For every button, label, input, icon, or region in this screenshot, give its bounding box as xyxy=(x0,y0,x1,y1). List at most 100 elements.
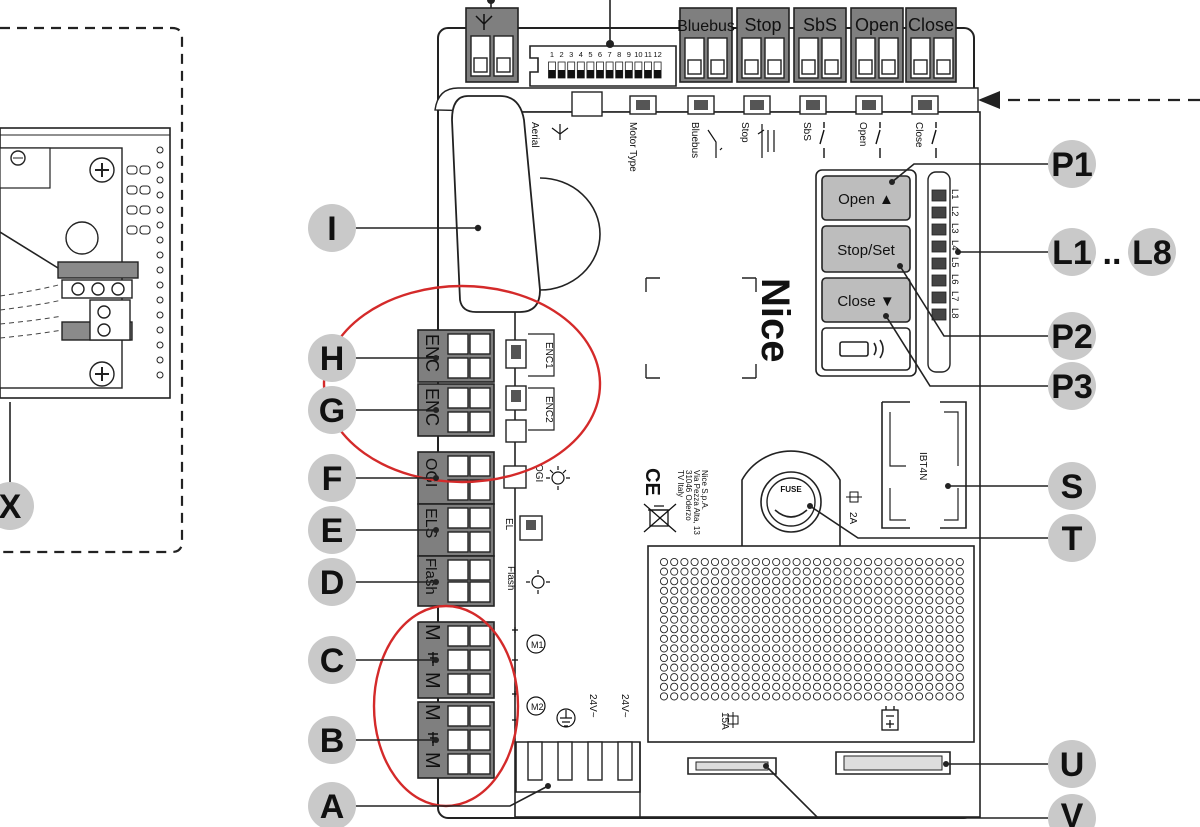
vent-hole xyxy=(731,625,740,634)
vent-hole xyxy=(782,577,791,586)
vent-hole xyxy=(853,586,862,595)
logo-frame xyxy=(645,277,757,379)
vent-hole xyxy=(680,663,689,672)
vent-hole xyxy=(925,557,934,567)
vent-hole xyxy=(731,605,740,615)
vent-hole xyxy=(721,663,730,672)
vent-hole xyxy=(812,596,822,605)
vent-hole xyxy=(721,596,730,605)
dip-switch-lever xyxy=(606,70,614,78)
vent-hole xyxy=(833,692,842,701)
vent-hole xyxy=(802,682,811,691)
vent-hole xyxy=(812,692,822,701)
vent-hole xyxy=(792,596,801,605)
led-label: L2 xyxy=(949,206,960,217)
vent-hole xyxy=(935,663,944,672)
vent-hole xyxy=(721,644,730,653)
vent-hole xyxy=(700,692,709,701)
vent-hole xyxy=(853,615,862,624)
vent-hole xyxy=(955,692,964,701)
stop-set-button[interactable]: Stop/Set xyxy=(821,225,911,273)
vent-hole xyxy=(874,653,883,663)
input-label-close: Close xyxy=(913,122,924,148)
dip-switch-lever xyxy=(625,70,633,78)
vent-hole xyxy=(710,625,720,634)
vent-hole xyxy=(833,586,842,595)
vent-hole xyxy=(853,567,862,576)
transformer-cover: 15A xyxy=(639,545,975,818)
vent-hole xyxy=(833,653,842,663)
radio-button[interactable] xyxy=(821,327,911,371)
svg-text:B: B xyxy=(320,722,345,760)
vent-hole xyxy=(955,663,964,672)
vent-hole xyxy=(925,605,934,615)
antenna-icon xyxy=(475,14,493,30)
enc-connectors: ENC1 ENC2 xyxy=(503,333,555,541)
ce-mark: CE xyxy=(641,468,663,496)
vent-hole xyxy=(710,577,720,586)
callout-f: F xyxy=(308,454,356,502)
vent-hole xyxy=(894,567,903,576)
close-button-label: Close ▼ xyxy=(837,293,894,310)
vent-hole xyxy=(894,615,903,624)
vent-hole xyxy=(955,673,964,682)
vent-hole xyxy=(772,682,781,691)
dip-switch-lever xyxy=(577,70,585,78)
open-button[interactable]: Open ▲ xyxy=(821,175,911,221)
vent-hole xyxy=(792,634,801,643)
vent-hole xyxy=(802,567,811,576)
vent-hole xyxy=(904,586,913,595)
vent-hole xyxy=(945,605,954,615)
input-labels: Aerial Motor Type Bluebus Stop SbS Open … xyxy=(529,122,937,172)
svg-text:M1: M1 xyxy=(531,640,544,650)
vent-hole xyxy=(710,557,720,567)
top-terminals: Bluebus Stop SbS Open Close xyxy=(677,7,957,83)
vent-hole xyxy=(874,577,883,586)
vent-hole xyxy=(843,557,852,567)
vent-hole xyxy=(925,682,934,691)
vent-hole xyxy=(690,577,699,586)
close-button[interactable]: Close ▼ xyxy=(821,277,911,323)
svg-text:F: F xyxy=(322,460,343,498)
vent-hole xyxy=(680,557,689,567)
callout-h: H xyxy=(308,334,356,382)
vent-hole xyxy=(853,596,862,605)
svg-text:P1: P1 xyxy=(1051,146,1093,184)
fuse-text: FUSE xyxy=(780,485,802,494)
stop-icon xyxy=(757,124,775,158)
led-indicator xyxy=(931,274,947,287)
power-label: 24V~ xyxy=(619,694,630,718)
manufacturer-line: 31046 Oderzo xyxy=(684,470,693,521)
dip-number: 12 xyxy=(653,50,661,59)
vent-hole xyxy=(904,596,913,605)
vent-hole xyxy=(925,653,934,663)
vent-hole xyxy=(955,615,964,624)
dip-number: 4 xyxy=(579,50,583,59)
vent-hole xyxy=(812,673,822,682)
vent-hole xyxy=(670,586,679,595)
vent-hole xyxy=(894,557,903,567)
vent-hole xyxy=(833,673,842,682)
vent-hole xyxy=(700,682,709,691)
vent-hole xyxy=(751,577,760,586)
vent-hole xyxy=(670,644,679,653)
vent-hole xyxy=(843,567,852,576)
vent-hole xyxy=(690,682,699,691)
vent-hole xyxy=(823,567,832,576)
svg-text:L8: L8 xyxy=(1132,234,1172,272)
vent-hole xyxy=(761,596,771,605)
svg-text:H: H xyxy=(320,340,345,378)
ibt4n-slot: IBT4N xyxy=(881,401,967,529)
vent-hole xyxy=(792,615,801,624)
terminal-label: M xyxy=(421,752,443,769)
vent-hole xyxy=(731,663,740,672)
vent-hole xyxy=(945,663,954,672)
vent-hole xyxy=(802,596,811,605)
vent-hole xyxy=(925,577,934,586)
vent-hole xyxy=(904,673,913,682)
vent-hole xyxy=(925,567,934,576)
vent-hole xyxy=(782,596,791,605)
vent-hole xyxy=(721,692,730,701)
vent-hole xyxy=(955,625,964,634)
